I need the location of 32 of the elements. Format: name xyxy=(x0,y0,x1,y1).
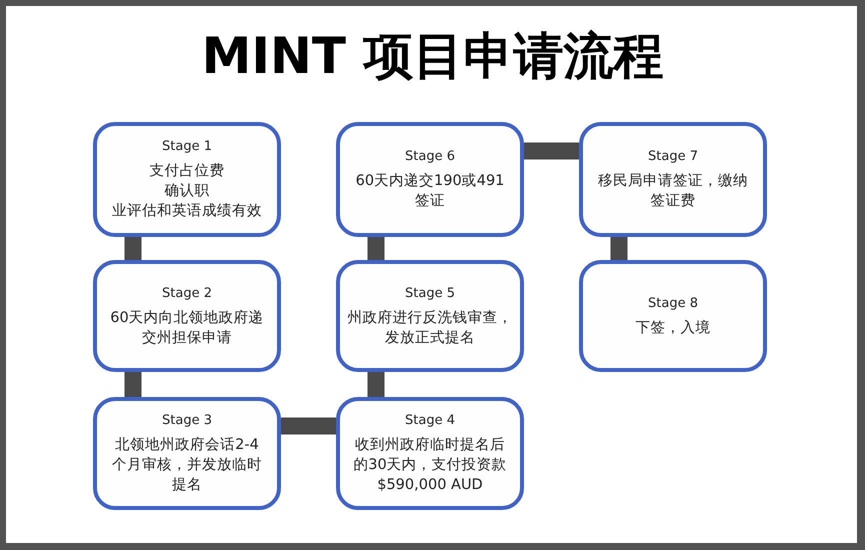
stage-box xyxy=(336,397,524,510)
stage-description: 下签，入境 xyxy=(636,318,710,338)
stage-box xyxy=(579,122,767,237)
stage-box xyxy=(93,122,281,237)
stage-description: 支付占位费确认职业评估和英语成绩有效 xyxy=(112,162,262,221)
connector-bar xyxy=(281,418,336,434)
stage-heading: Stage 8 xyxy=(648,294,698,312)
stage-description: 60天内向北领地政府递交州担保申请 xyxy=(110,308,264,348)
stage-description: 移民局申请签证，缴纳签证费 xyxy=(598,172,748,211)
stage-heading: Stage 6 xyxy=(405,148,455,166)
stage-heading: Stage 5 xyxy=(405,284,455,302)
stage-heading: Stage 2 xyxy=(162,284,212,302)
stage-description: 收到州政府临时提名后的30天内，支付投资款$590,000 AUD xyxy=(353,436,507,495)
connector-bar xyxy=(524,142,579,160)
stage-box xyxy=(336,122,524,237)
stage-heading: Stage 7 xyxy=(648,148,698,166)
stage-box xyxy=(93,397,281,510)
stage-heading: Stage 3 xyxy=(162,412,212,430)
stage-description: 60天内递交190或491签证 xyxy=(356,172,504,211)
connector-bar xyxy=(368,372,384,397)
stage-description: 北领地州政府会话2-4个月审核，并发放临时提名 xyxy=(112,436,262,495)
connector-bar xyxy=(124,237,142,260)
connector-bar xyxy=(124,372,142,397)
stage-box xyxy=(336,260,524,372)
stage-description: 州政府进行反洗钱审查，发放正式提名 xyxy=(348,308,512,348)
stage-box xyxy=(93,260,281,372)
stage-heading: Stage 4 xyxy=(405,412,455,430)
stage-heading: Stage 1 xyxy=(162,138,212,156)
diagram-title: MINT 项目申请流程 xyxy=(202,27,664,85)
connector-bar xyxy=(368,237,384,260)
connector-bar xyxy=(610,237,628,260)
stage-box xyxy=(579,260,767,372)
